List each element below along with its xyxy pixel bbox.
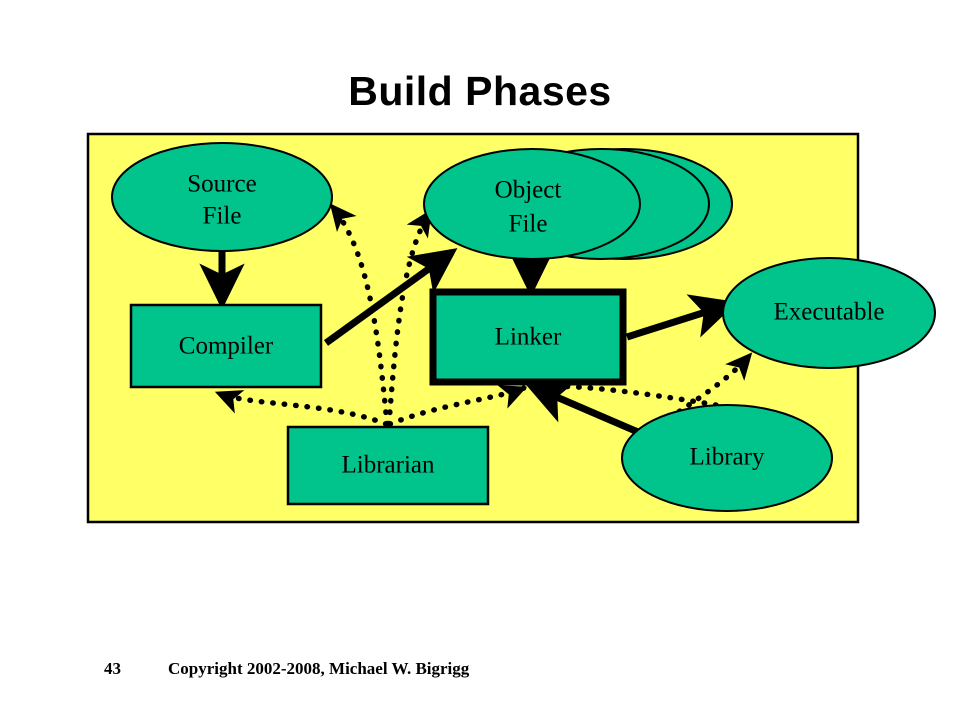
object-file-ellipse-front[interactable]	[423, 148, 641, 260]
object-file-label-line1: Object	[495, 177, 562, 204]
edge-library-to-linker	[524, 380, 640, 436]
footer-page-number: 43	[104, 659, 121, 678]
executable-label: Executable	[773, 299, 884, 326]
edge-compiler-to-object-file	[323, 248, 458, 346]
solid-edge-group	[199, 248, 738, 436]
librarian-label: Librarian	[341, 452, 435, 479]
source-file-label-line2: File	[203, 203, 242, 230]
library-ellipse[interactable]	[621, 404, 833, 512]
edge-librarian-to-compiler	[214, 390, 389, 427]
node-library[interactable]: Library	[621, 404, 833, 512]
edge-librarian-to-source-file	[329, 203, 390, 427]
footer-copyright-text: Copyright 2002-2008, Michael W. Bigrigg	[168, 659, 470, 678]
compiler-box[interactable]	[129, 303, 323, 389]
page-title: Build Phases	[348, 68, 612, 114]
node-executable[interactable]: Executable	[722, 257, 936, 369]
node-compiler[interactable]: Compiler	[129, 303, 323, 389]
linker-label: Linker	[495, 324, 562, 351]
node-object-file[interactable]: Object File	[423, 148, 641, 260]
node-source-file[interactable]: Source File	[111, 142, 333, 252]
compiler-label: Compiler	[179, 333, 274, 360]
librarian-box[interactable]	[286, 425, 490, 506]
edge-librarian-to-object-file	[386, 209, 433, 427]
source-file-label-line1: Source	[187, 171, 256, 198]
executable-ellipse[interactable]	[722, 257, 936, 369]
slide-footer: 43 Copyright 2002-2008, Michael W. Bigri…	[0, 659, 960, 687]
node-linker[interactable]: Linker	[429, 288, 627, 386]
source-file-ellipse[interactable]	[111, 142, 333, 252]
library-label: Library	[690, 444, 765, 471]
edge-librarian-to-linker	[387, 385, 528, 427]
node-librarian[interactable]: Librarian	[286, 425, 490, 506]
linker-box[interactable]	[429, 288, 627, 386]
edge-linker-to-executable	[625, 294, 738, 341]
object-file-label-line2: File	[509, 211, 548, 238]
